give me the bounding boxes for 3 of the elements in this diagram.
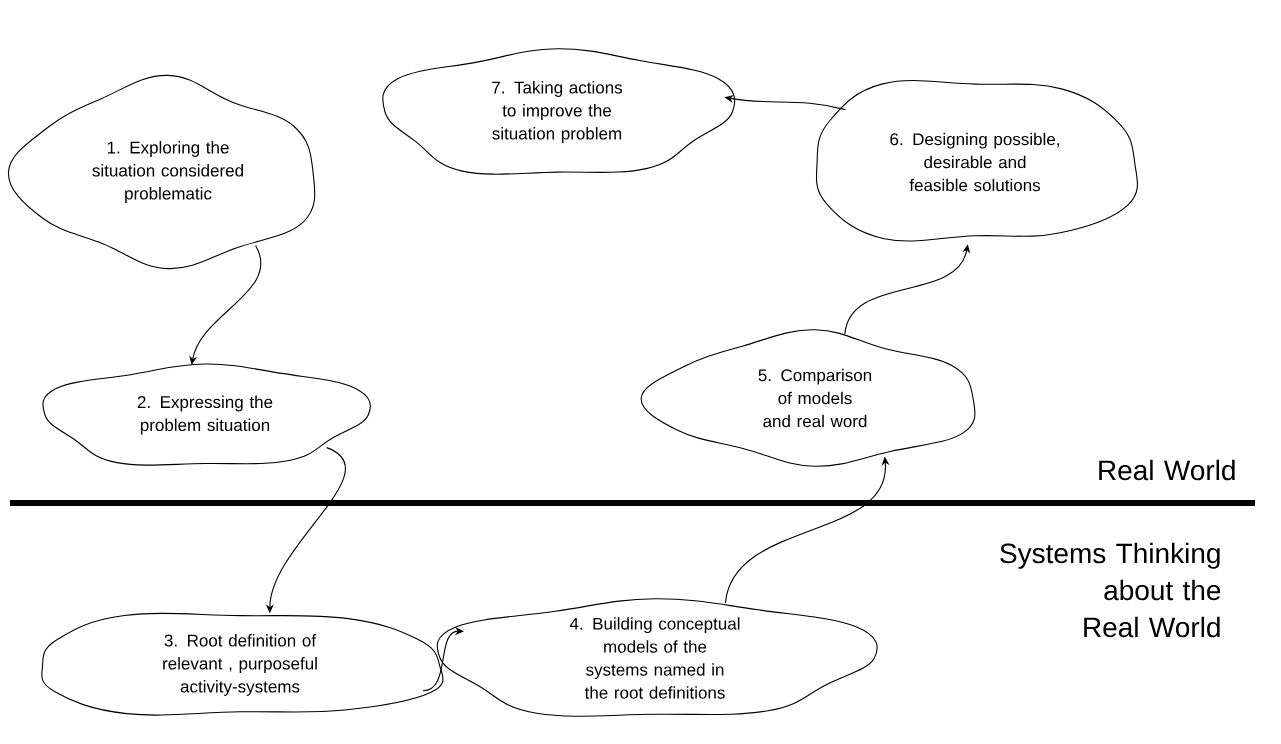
arrow <box>189 244 262 365</box>
region-label: Real World <box>1099 459 1235 481</box>
region-label: Systems Thinking about the Real World <box>1000 542 1221 638</box>
